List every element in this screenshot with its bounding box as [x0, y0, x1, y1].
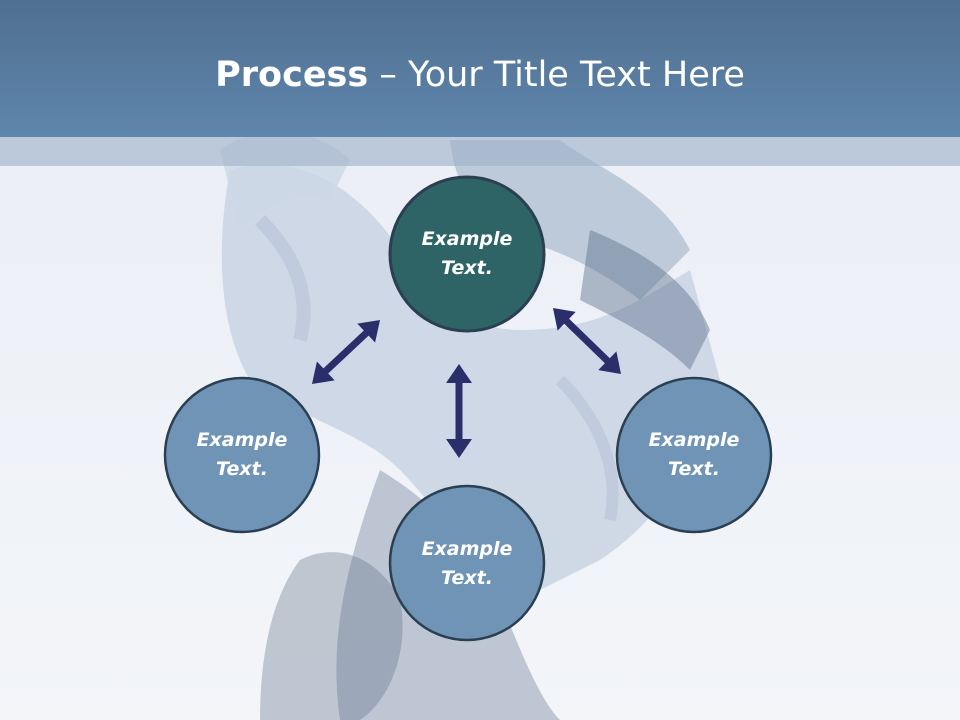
node-right-circle [615, 376, 773, 534]
node-left-circle [163, 376, 321, 534]
node-top-line2: Text. [441, 257, 493, 279]
arrow-top-bottom [446, 364, 472, 458]
arrow-top-right [553, 308, 621, 374]
node-left-label: Example Text. [164, 426, 320, 484]
node-top-circle [388, 175, 546, 333]
node-bottom-line2: Text. [441, 567, 493, 589]
arrow-top-right-shape [553, 308, 621, 374]
slide-title: Process – Your Title Text Here [0, 52, 960, 98]
node-bottom-line1: Example [421, 538, 513, 560]
node-top-label: Example Text. [389, 225, 545, 283]
node-right-label: Example Text. [616, 426, 772, 484]
node-bottom-label: Example Text. [389, 535, 545, 593]
node-right-line2: Text. [668, 458, 720, 480]
node-right-line1: Example [648, 429, 740, 451]
node-left-line1: Example [196, 429, 288, 451]
title-bar [0, 0, 960, 137]
node-bottom-circle [388, 484, 546, 642]
node-left-line2: Text. [216, 458, 268, 480]
arrow-top-left-shape [312, 320, 380, 384]
title-bold-part: Process [215, 55, 369, 95]
arrow-top-bottom-shape [446, 364, 472, 458]
node-top-line1: Example [421, 228, 513, 250]
title-rest: Your Title Text Here [407, 55, 745, 95]
arrow-top-left [312, 320, 380, 384]
title-underline-strip [0, 137, 960, 166]
title-separator: – [368, 55, 408, 95]
